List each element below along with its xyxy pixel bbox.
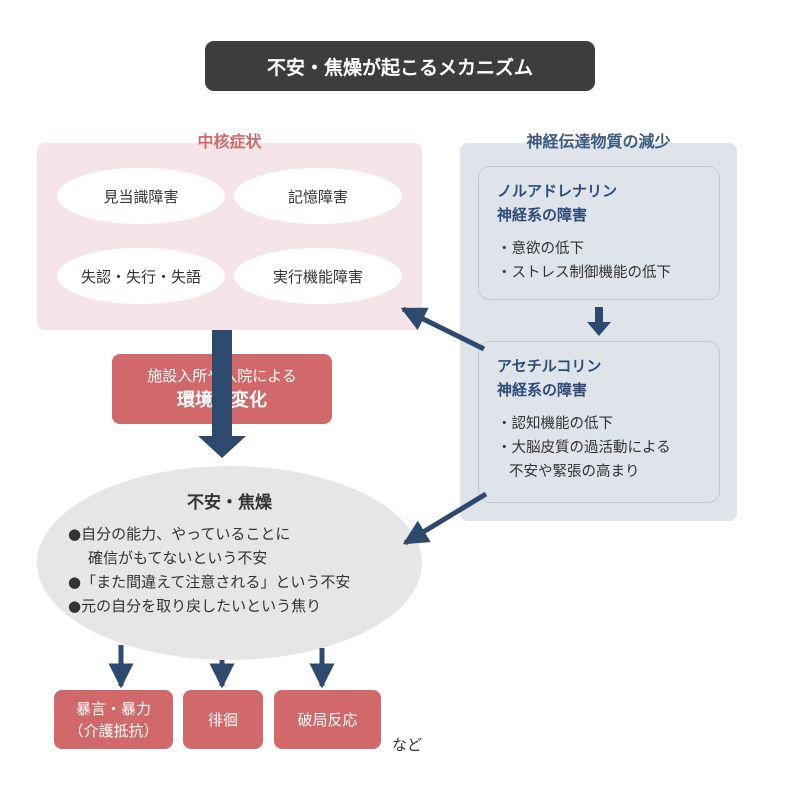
noradrenaline-item: ・ストレス制御機能の低下 (497, 265, 671, 281)
noradrenaline-item: ・意欲の低下 (497, 241, 584, 257)
core-to-anxiety-shaft (212, 330, 232, 426)
outcome-catastrophic-label: 破局反応 (297, 710, 358, 729)
noradrenaline-to-acetylcholine-arrow (587, 307, 611, 336)
anxiety-item: ●元の自分を取り戻したいという焦り (68, 597, 322, 615)
noradrenaline-subtitle: 神経系の障害 (497, 206, 588, 224)
neurotransmitter-heading: 神経伝達物質の減少 (526, 132, 671, 151)
acetylcholine-box: アセチルコリン 神経系の障害 ・認知機能の低下 ・大脳皮質の過活動による 不安や… (478, 341, 720, 503)
anxiety-item: ●自分の能力、やっていることに (68, 525, 291, 543)
anxiety-agitation-ellipse (37, 466, 422, 660)
outcome-violence-box: 暴言・暴力 （介護抵抗） (54, 690, 173, 749)
anxiety-agitation-title: 不安・焦燥 (187, 493, 272, 513)
etc-label: など (392, 736, 423, 754)
outcome-violence-line2: （介護抵抗） (68, 721, 159, 740)
symptom-agnosia-apraxia-aphasia: 失認・失行・失語 (57, 248, 225, 304)
environment-to-anxiety-arrow (198, 424, 246, 458)
noradrenaline-title: ノルアドレナリン (497, 182, 618, 200)
acetylcholine-item: ・認知機能の低下 (497, 416, 613, 432)
outcome-wandering-label: 徘徊 (207, 710, 238, 729)
outcome-catastrophic-box: 破局反応 (274, 690, 381, 749)
anxiety-item-continuation: 確信がもてないという不安 (88, 549, 268, 567)
outcome-wandering-box: 徘徊 (183, 690, 263, 749)
acetylcholine-to-anxiety-arrow (402, 491, 488, 546)
symptom-disorientation: 見当識障害 (57, 168, 225, 224)
symptom-executive-dysfunction: 実行機能障害 (234, 248, 402, 304)
anxiety-item: ●「また間違えて注意される」という不安 (68, 573, 351, 591)
acetylcholine-subtitle: 神経系の障害 (497, 381, 588, 399)
outcome-violence-line1: 暴言・暴力 (75, 699, 151, 718)
anxiety-list: ●自分の能力、やっていることに 確信がもてないという不安 ●「また間違えて注意さ… (68, 522, 413, 618)
acetylcholine-item-continuation: 不安や緊張の高まり (509, 464, 640, 480)
acetylcholine-to-core-arrow (400, 306, 486, 352)
core-symptoms-heading: 中核症状 (197, 132, 262, 151)
noradrenaline-box: ノルアドレナリン 神経系の障害 ・意欲の低下 ・ストレス制御機能の低下 (478, 166, 720, 300)
symptom-memory-impairment: 記憶障害 (234, 168, 402, 224)
acetylcholine-item: ・大脳皮質の過活動による (497, 440, 671, 456)
diagram-title: 不安・焦燥が起こるメカニズム (205, 41, 595, 91)
acetylcholine-title: アセチルコリン (497, 357, 602, 375)
